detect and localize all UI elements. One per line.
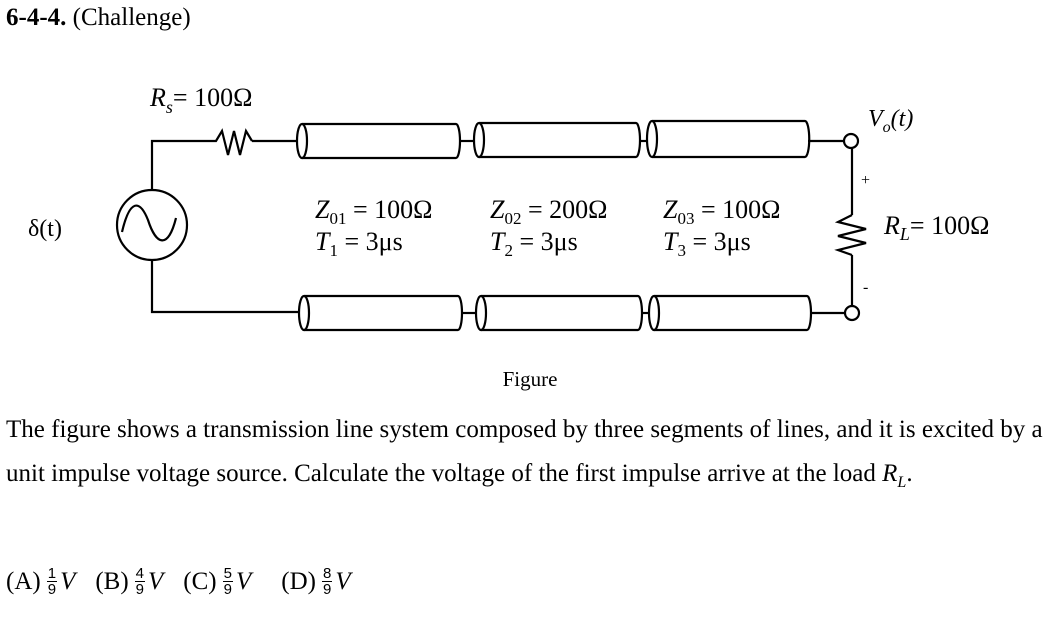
option-label: (A) xyxy=(6,567,41,595)
svg-text:T2 = 3μs: T2 = 3μs xyxy=(490,227,578,260)
output-terminal-bottom xyxy=(843,304,861,322)
problem-title: 6-4-4. (Challenge) xyxy=(6,4,191,32)
output-terminal-top xyxy=(842,132,860,150)
option-label: (D) xyxy=(281,567,316,595)
rs-label: Rs= 100Ω xyxy=(149,83,252,117)
transmission-lines-top xyxy=(295,119,811,160)
source-label: δ(t) xyxy=(28,216,62,242)
segment-2-label: Z02 = 200Ω T2 = 3μs xyxy=(490,195,607,260)
segment-3-label: Z03 = 100Ω T3 = 3μs xyxy=(663,195,780,260)
question-text: The figure shows a transmission line sys… xyxy=(6,408,1056,505)
problem-number: 6-4-4. xyxy=(6,4,67,31)
svg-text:Z03 = 100Ω: Z03 = 100Ω xyxy=(663,195,780,228)
svg-text:T1 = 3μs: T1 = 3μs xyxy=(315,227,403,260)
option-label: (B) xyxy=(95,567,129,595)
option-label: (C) xyxy=(183,567,217,595)
source-resistor xyxy=(210,128,253,156)
plus-sign: + xyxy=(861,172,870,189)
question-end: . xyxy=(906,460,913,487)
rl-label: RL= 100Ω xyxy=(883,211,989,244)
load-subscript: L xyxy=(897,474,907,491)
unit: V xyxy=(235,567,252,595)
load-resistor xyxy=(834,214,867,257)
unit: V xyxy=(60,567,76,595)
segment-1-label: Z01 = 100Ω T1 = 3μs xyxy=(315,195,432,260)
vo-label: Vo(t) xyxy=(868,106,913,136)
problem-tag: (Challenge) xyxy=(72,4,191,31)
svg-text:Z01 = 100Ω: Z01 = 100Ω xyxy=(315,195,432,228)
figure-caption: Figure xyxy=(502,367,558,391)
circuit-figure: Rs= 100Ω δ(t) Vo(t) + - RL= 100Ω Z01 = 1… xyxy=(28,83,989,332)
minus-sign: - xyxy=(863,279,868,296)
unit: V xyxy=(148,567,164,595)
svg-text:T3 = 3μs: T3 = 3μs xyxy=(663,227,751,260)
question-body: The figure shows a transmission line sys… xyxy=(6,416,1043,487)
unit: V xyxy=(335,567,351,595)
transmission-lines-bottom xyxy=(297,294,813,332)
voltage-source-icon xyxy=(115,188,189,262)
load-symbol: R xyxy=(882,460,898,487)
svg-text:Z02 = 200Ω: Z02 = 200Ω xyxy=(490,195,607,228)
